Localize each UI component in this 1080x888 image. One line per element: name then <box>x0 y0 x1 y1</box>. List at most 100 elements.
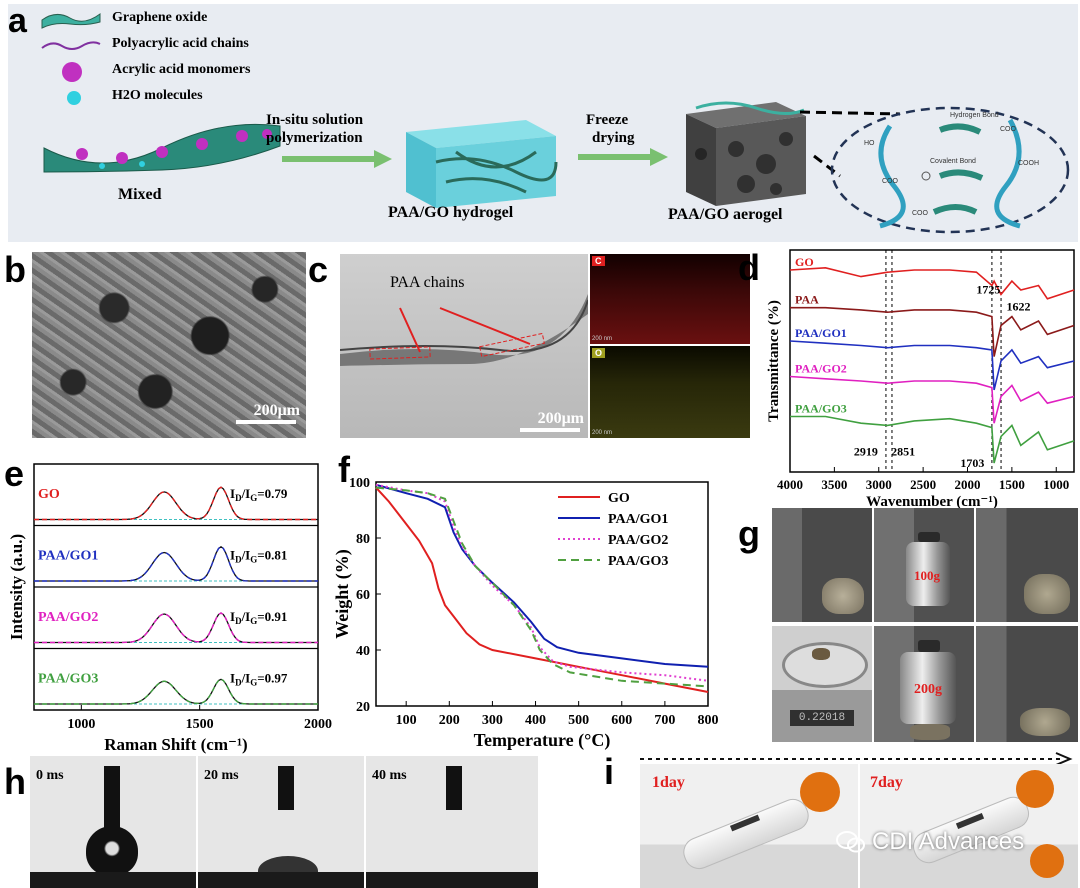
legend-label: PAA/GO2 <box>608 533 668 548</box>
peak-label: 2851 <box>891 444 915 458</box>
mixed-label: Mixed <box>118 186 162 203</box>
x-tick-label: 2000 <box>304 717 332 732</box>
vial-photo-1day: 1day <box>640 764 858 888</box>
intensity-ratio-label: ID/IG=0.81 <box>230 547 287 564</box>
x-tick-label: 3500 <box>821 477 847 492</box>
sem-image-b: 200μm <box>32 252 306 438</box>
y-tick-label: 60 <box>356 588 370 603</box>
watermark-text: CDI Advances <box>872 828 1025 855</box>
raman-spectrum-line <box>34 545 318 582</box>
time-40ms: 40 ms <box>372 768 407 783</box>
photo-ruler-sample-1 <box>772 508 872 622</box>
ftir-series-line <box>790 415 1075 464</box>
paa-chains-label: PAA chains <box>390 274 465 291</box>
panel-b-label: b <box>4 249 26 290</box>
intensity-ratio-label: ID/IG=0.97 <box>230 670 288 687</box>
x-tick-label: 300 <box>482 713 503 728</box>
x-tick-label: 3000 <box>866 477 892 492</box>
panel-i-label: i <box>604 751 615 792</box>
raman-spectrum-line <box>34 678 318 705</box>
arrow-right-icon <box>282 150 392 168</box>
weight-200g-label: 200g <box>914 682 942 697</box>
peak-label: 1725 <box>976 283 1000 297</box>
eds-map-c: C 200 nm <box>590 254 750 344</box>
zoom-detail-illustration <box>800 106 1070 234</box>
raman-spectrum-line <box>34 612 318 644</box>
step2-line1: Freeze <box>586 112 629 128</box>
y-tick-label: 40 <box>356 644 370 659</box>
legend-polyacrylic: Polyacrylic acid chains <box>112 36 249 51</box>
graphene-oxide-icon <box>41 13 101 29</box>
ftir-series-line <box>789 266 1075 300</box>
panel-a-legend: Graphene oxide Polyacrylic acid chains A… <box>40 8 340 108</box>
balance-readout: 0.22018 <box>790 710 854 726</box>
x-tick-label: 1500 <box>186 717 214 732</box>
photo-grid-g: 100g 0.22018 200g <box>772 508 1078 742</box>
zoom-ho: HO <box>864 140 875 147</box>
eds-map-o: O 200 nm <box>590 346 750 438</box>
panel-h-label: h <box>4 761 26 802</box>
intensity-ratio-label: ID/IG=0.91 <box>230 609 287 626</box>
aerogel-label: PAA/GO aerogel <box>668 206 783 223</box>
x-axis-label: Temperature (°C) <box>474 730 611 751</box>
hydrogel-label: PAA/GO hydrogel <box>388 204 514 221</box>
x-tick-label: 600 <box>611 713 632 728</box>
tga-series-line <box>375 486 709 688</box>
map-o-tag: O <box>592 348 606 358</box>
series-label: PAA/GO2 <box>795 362 847 376</box>
panel-g-label: g <box>738 513 760 554</box>
day1-label: 1day <box>652 774 685 791</box>
zoom-hydrogen-bond: Hydrogen Bond <box>950 112 999 119</box>
x-tick-label: 800 <box>698 713 719 728</box>
mixed-sheet-illustration <box>43 123 281 173</box>
x-tick-label: 1500 <box>999 477 1025 492</box>
x-tick-label: 1000 <box>1043 477 1069 492</box>
x-tick-label: 2000 <box>955 477 981 492</box>
time-0ms: 0 ms <box>36 768 64 783</box>
y-tick-label: 100 <box>349 476 370 491</box>
y-tick-label: 20 <box>356 700 370 715</box>
series-label: PAA/GO3 <box>795 402 847 416</box>
legend-water: H2O molecules <box>112 88 203 103</box>
scale-label-b: 200μm <box>253 402 300 419</box>
scale-bar <box>236 420 296 424</box>
ftir-series-line <box>790 306 1075 357</box>
droplet-frame-40ms: 40 ms <box>366 756 538 888</box>
zoom-coo-2: COO <box>882 178 898 185</box>
peak-label: 1622 <box>1007 299 1031 313</box>
legend-label: PAA/GO3 <box>608 554 668 569</box>
timeline-arrow <box>640 752 1073 766</box>
peak-label: 1703 <box>960 456 984 470</box>
y-axis-label: Weight (%) <box>332 549 353 639</box>
x-axis-label: Wavenumber (cm⁻¹) <box>866 494 998 508</box>
raman-fit-line <box>34 486 318 521</box>
watermark: CDI Advances <box>836 828 1024 856</box>
x-axis-label: Raman Shift (cm⁻¹) <box>104 735 247 754</box>
map-c-scale: 200 nm <box>592 336 613 342</box>
series-label: PAA <box>795 293 819 307</box>
photo-weight-200g: 200g <box>874 626 974 742</box>
water-molecule-icon <box>67 91 81 105</box>
y-tick-label: 80 <box>356 532 370 547</box>
series-label: PAA/GO1 <box>795 326 847 340</box>
series-label: PAA/GO2 <box>38 610 98 625</box>
panel-e-label: e <box>4 453 25 494</box>
y-axis-label: Intensity (a.u.) <box>7 534 26 640</box>
step1-line2: polymerization <box>266 130 363 146</box>
legend-label: PAA/GO1 <box>608 512 668 527</box>
map-o-scale: 200 nm <box>592 430 613 436</box>
photo-balance: 0.22018 <box>772 626 872 742</box>
series-label: PAA/GO3 <box>38 671 98 686</box>
vial-photo-7day: 7day <box>860 764 1078 888</box>
x-tick-label: 500 <box>568 713 589 728</box>
zoom-coo-3: COO <box>912 210 928 217</box>
legend-monomers: Acrylic acid monomers <box>112 62 251 77</box>
polymer-chain-icon <box>41 41 101 50</box>
panel-a-label: a <box>8 2 27 40</box>
x-tick-label: 100 <box>396 713 417 728</box>
arrow-right-icon <box>578 148 668 166</box>
monomer-icon <box>62 62 82 82</box>
droplet-frame-0ms: 0 ms <box>30 756 196 888</box>
